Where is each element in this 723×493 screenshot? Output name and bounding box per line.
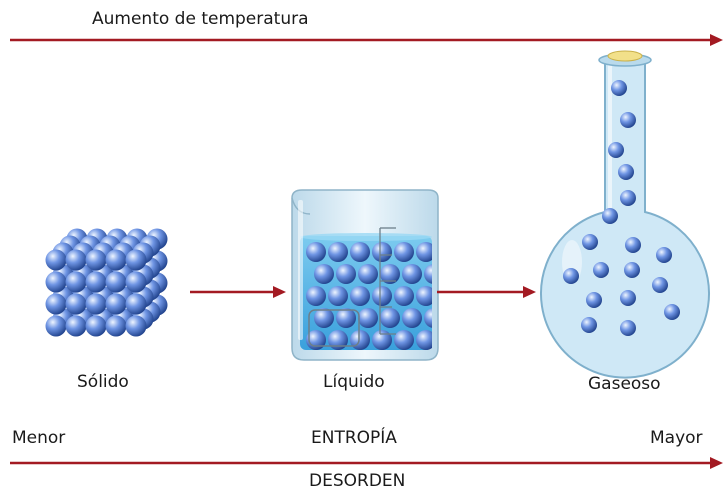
scale-low-label: Menor xyxy=(12,428,66,448)
liquid-particle xyxy=(306,286,326,306)
liquid-particle xyxy=(336,264,356,284)
liquid-particle xyxy=(416,286,432,306)
solid-particle xyxy=(85,249,107,271)
gas-particle xyxy=(586,292,602,308)
solid-particle xyxy=(105,249,127,271)
liquid-label: Líquido xyxy=(323,372,385,392)
liquid-particle xyxy=(372,330,392,350)
solid-particle xyxy=(45,249,67,271)
solid-particle xyxy=(45,271,67,293)
top-arrow xyxy=(10,34,723,46)
liquid-particle xyxy=(394,286,414,306)
liquid-particle xyxy=(336,308,356,328)
arrow-right-icon xyxy=(273,286,286,298)
solid-particle xyxy=(65,249,87,271)
scale-high-label: Mayor xyxy=(650,428,703,448)
solid-particle xyxy=(105,271,127,293)
gas-particle xyxy=(563,268,579,284)
liquid-particle xyxy=(350,286,370,306)
arrow-solid-to-liquid xyxy=(190,286,286,298)
liquid-particle xyxy=(358,308,378,328)
liquid-particle xyxy=(314,308,334,328)
solid-particle xyxy=(45,293,67,315)
liquid-particle xyxy=(416,242,432,262)
solid-label: Sólido xyxy=(77,372,129,392)
flask-icon xyxy=(540,50,710,379)
gas-particle xyxy=(582,234,598,250)
gas-particle xyxy=(620,190,636,206)
arrow-right-icon xyxy=(710,457,723,469)
gas-particle xyxy=(664,304,680,320)
liquid-particle xyxy=(314,264,334,284)
solid-particle xyxy=(65,315,87,337)
gas-particle xyxy=(608,142,624,158)
liquid-particle xyxy=(380,308,400,328)
gas-particle xyxy=(593,262,609,278)
gas-particle xyxy=(625,237,641,253)
liquid-particle xyxy=(380,264,400,284)
liquid-particle xyxy=(328,242,348,262)
beaker-icon xyxy=(291,189,439,361)
liquid-particle xyxy=(402,308,422,328)
arrow-liquid-to-gas xyxy=(437,286,536,298)
liquid-particle xyxy=(350,242,370,262)
arrow-right-icon xyxy=(710,34,723,46)
solid-particle xyxy=(85,271,107,293)
liquid-particle xyxy=(372,286,392,306)
liquid-particle xyxy=(394,330,414,350)
liquid-particle xyxy=(416,330,432,350)
top-arrow-label: Aumento de temperatura xyxy=(92,9,309,29)
solid-cube-icon xyxy=(45,228,168,337)
solid-particle xyxy=(45,315,67,337)
liquid-particle xyxy=(424,264,432,284)
bottom-arrow xyxy=(10,457,723,469)
gas-label: Gaseoso xyxy=(588,374,661,394)
gas-particle xyxy=(656,247,672,263)
liquid-particle xyxy=(402,264,422,284)
gas-particle xyxy=(581,317,597,333)
liquid-particle xyxy=(424,308,432,328)
solid-particle xyxy=(65,271,87,293)
gas-particle xyxy=(624,262,640,278)
liquid-particle xyxy=(358,264,378,284)
scale-bottom-label: DESORDEN xyxy=(309,471,406,491)
gas-particle xyxy=(620,112,636,128)
solid-particle xyxy=(125,249,147,271)
solid-particle xyxy=(85,293,107,315)
scale-center-label: ENTROPÍA xyxy=(311,428,397,448)
solid-particle xyxy=(125,315,147,337)
solid-particle xyxy=(85,315,107,337)
gas-particle xyxy=(602,208,618,224)
gas-particle xyxy=(620,290,636,306)
solid-particle xyxy=(65,293,87,315)
liquid-particle xyxy=(328,330,348,350)
liquid-particle xyxy=(306,242,326,262)
liquid-particle xyxy=(372,242,392,262)
gas-particle xyxy=(618,164,634,180)
gas-particle xyxy=(620,320,636,336)
solid-particle xyxy=(105,315,127,337)
gas-particle xyxy=(652,277,668,293)
gas-particle xyxy=(611,80,627,96)
liquid-particle xyxy=(350,330,370,350)
solid-particle xyxy=(125,271,147,293)
liquid-particle xyxy=(394,242,414,262)
arrow-right-icon xyxy=(523,286,536,298)
solid-particle xyxy=(105,293,127,315)
solid-particle xyxy=(125,293,147,315)
liquid-particle xyxy=(328,286,348,306)
